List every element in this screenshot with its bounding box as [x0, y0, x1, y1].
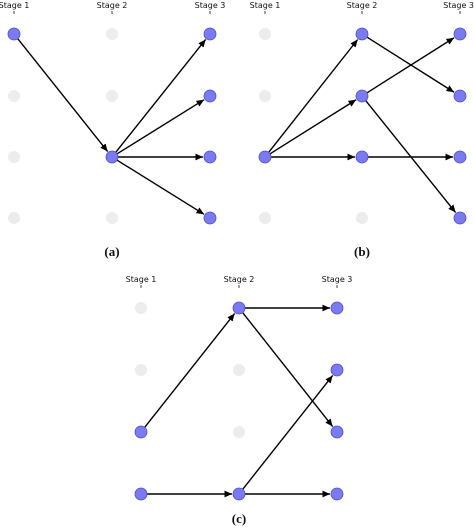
- panel-a-stage-2-label: Stage 2: [97, 1, 128, 10]
- active-node: [134, 425, 148, 439]
- edge-arrow: [116, 159, 205, 215]
- panel-a-stage-labels: Stage 1 Stage 2 Stage 3: [0, 1, 225, 14]
- panel-b-stage-labels: Stage 1 Stage 2 Stage 3: [250, 1, 474, 14]
- active-node: [330, 487, 344, 501]
- active-node: [330, 363, 344, 377]
- inactive-node: [259, 90, 271, 102]
- edge-arrow: [115, 39, 207, 153]
- active-node: [7, 27, 21, 41]
- inactive-node: [259, 212, 271, 224]
- edge-arrow: [17, 38, 109, 152]
- active-node: [453, 150, 467, 164]
- panel-c-nodes: [134, 301, 344, 501]
- panel-c-edges: [144, 304, 334, 498]
- panel-b-stage-1-label: Stage 1: [250, 1, 281, 10]
- active-node: [453, 27, 467, 41]
- panel-b-caption: (b): [354, 244, 370, 259]
- panel-b-nodes: [258, 27, 467, 225]
- panel-b: Stage 1 Stage 2 Stage 3 (b): [250, 1, 474, 259]
- panel-a-stage-3-label: Stage 3: [195, 1, 226, 10]
- active-node: [355, 27, 369, 41]
- active-node: [355, 89, 369, 103]
- inactive-node: [106, 28, 118, 40]
- panel-b-stage-3-label: Stage 3: [443, 1, 474, 10]
- inactive-node: [135, 364, 147, 376]
- panel-c-stage-1-label: Stage 1: [126, 275, 157, 284]
- inactive-node: [259, 28, 271, 40]
- inactive-node: [8, 212, 20, 224]
- active-node: [232, 487, 246, 501]
- panel-c-caption: (c): [232, 511, 246, 526]
- active-node: [203, 27, 217, 41]
- edge-arrow: [366, 37, 455, 94]
- panel-b-stage-2-label: Stage 2: [347, 1, 378, 10]
- inactive-node: [106, 90, 118, 102]
- edge-arrow: [268, 39, 359, 153]
- active-node: [330, 301, 344, 315]
- inactive-node: [135, 302, 147, 314]
- panel-a-edges: [17, 38, 207, 215]
- panel-c-stage-3-label: Stage 3: [322, 275, 353, 284]
- inactive-node: [233, 426, 245, 438]
- active-node: [232, 301, 246, 315]
- active-node: [203, 150, 217, 164]
- edge-arrow: [242, 375, 334, 490]
- panel-c: Stage 1 Stage 2 Stage 3 (c): [126, 275, 353, 526]
- active-node: [203, 211, 217, 225]
- active-node: [330, 425, 344, 439]
- inactive-node: [8, 90, 20, 102]
- active-node: [203, 89, 217, 103]
- inactive-node: [356, 212, 368, 224]
- inactive-node: [8, 151, 20, 163]
- panel-c-stage-2-label: Stage 2: [224, 275, 255, 284]
- panel-a-caption: (a): [104, 244, 119, 259]
- edge-arrow: [144, 313, 236, 428]
- panel-a-stage-1-label: Stage 1: [0, 1, 29, 10]
- panel-c-stage-labels: Stage 1 Stage 2 Stage 3: [126, 275, 353, 288]
- active-node: [453, 89, 467, 103]
- edge-arrow: [242, 312, 334, 427]
- active-node: [134, 487, 148, 501]
- inactive-node: [106, 212, 118, 224]
- panel-b-edges: [268, 36, 457, 213]
- panel-a-nodes: [7, 27, 217, 225]
- active-node: [453, 211, 467, 225]
- panel-a: Stage 1 Stage 2 Stage 3 (a): [0, 1, 225, 259]
- active-node: [105, 150, 119, 164]
- edge-arrow: [116, 99, 205, 155]
- inactive-node: [233, 364, 245, 376]
- active-node: [355, 150, 369, 164]
- edge-arrow: [269, 99, 357, 155]
- active-node: [258, 150, 272, 164]
